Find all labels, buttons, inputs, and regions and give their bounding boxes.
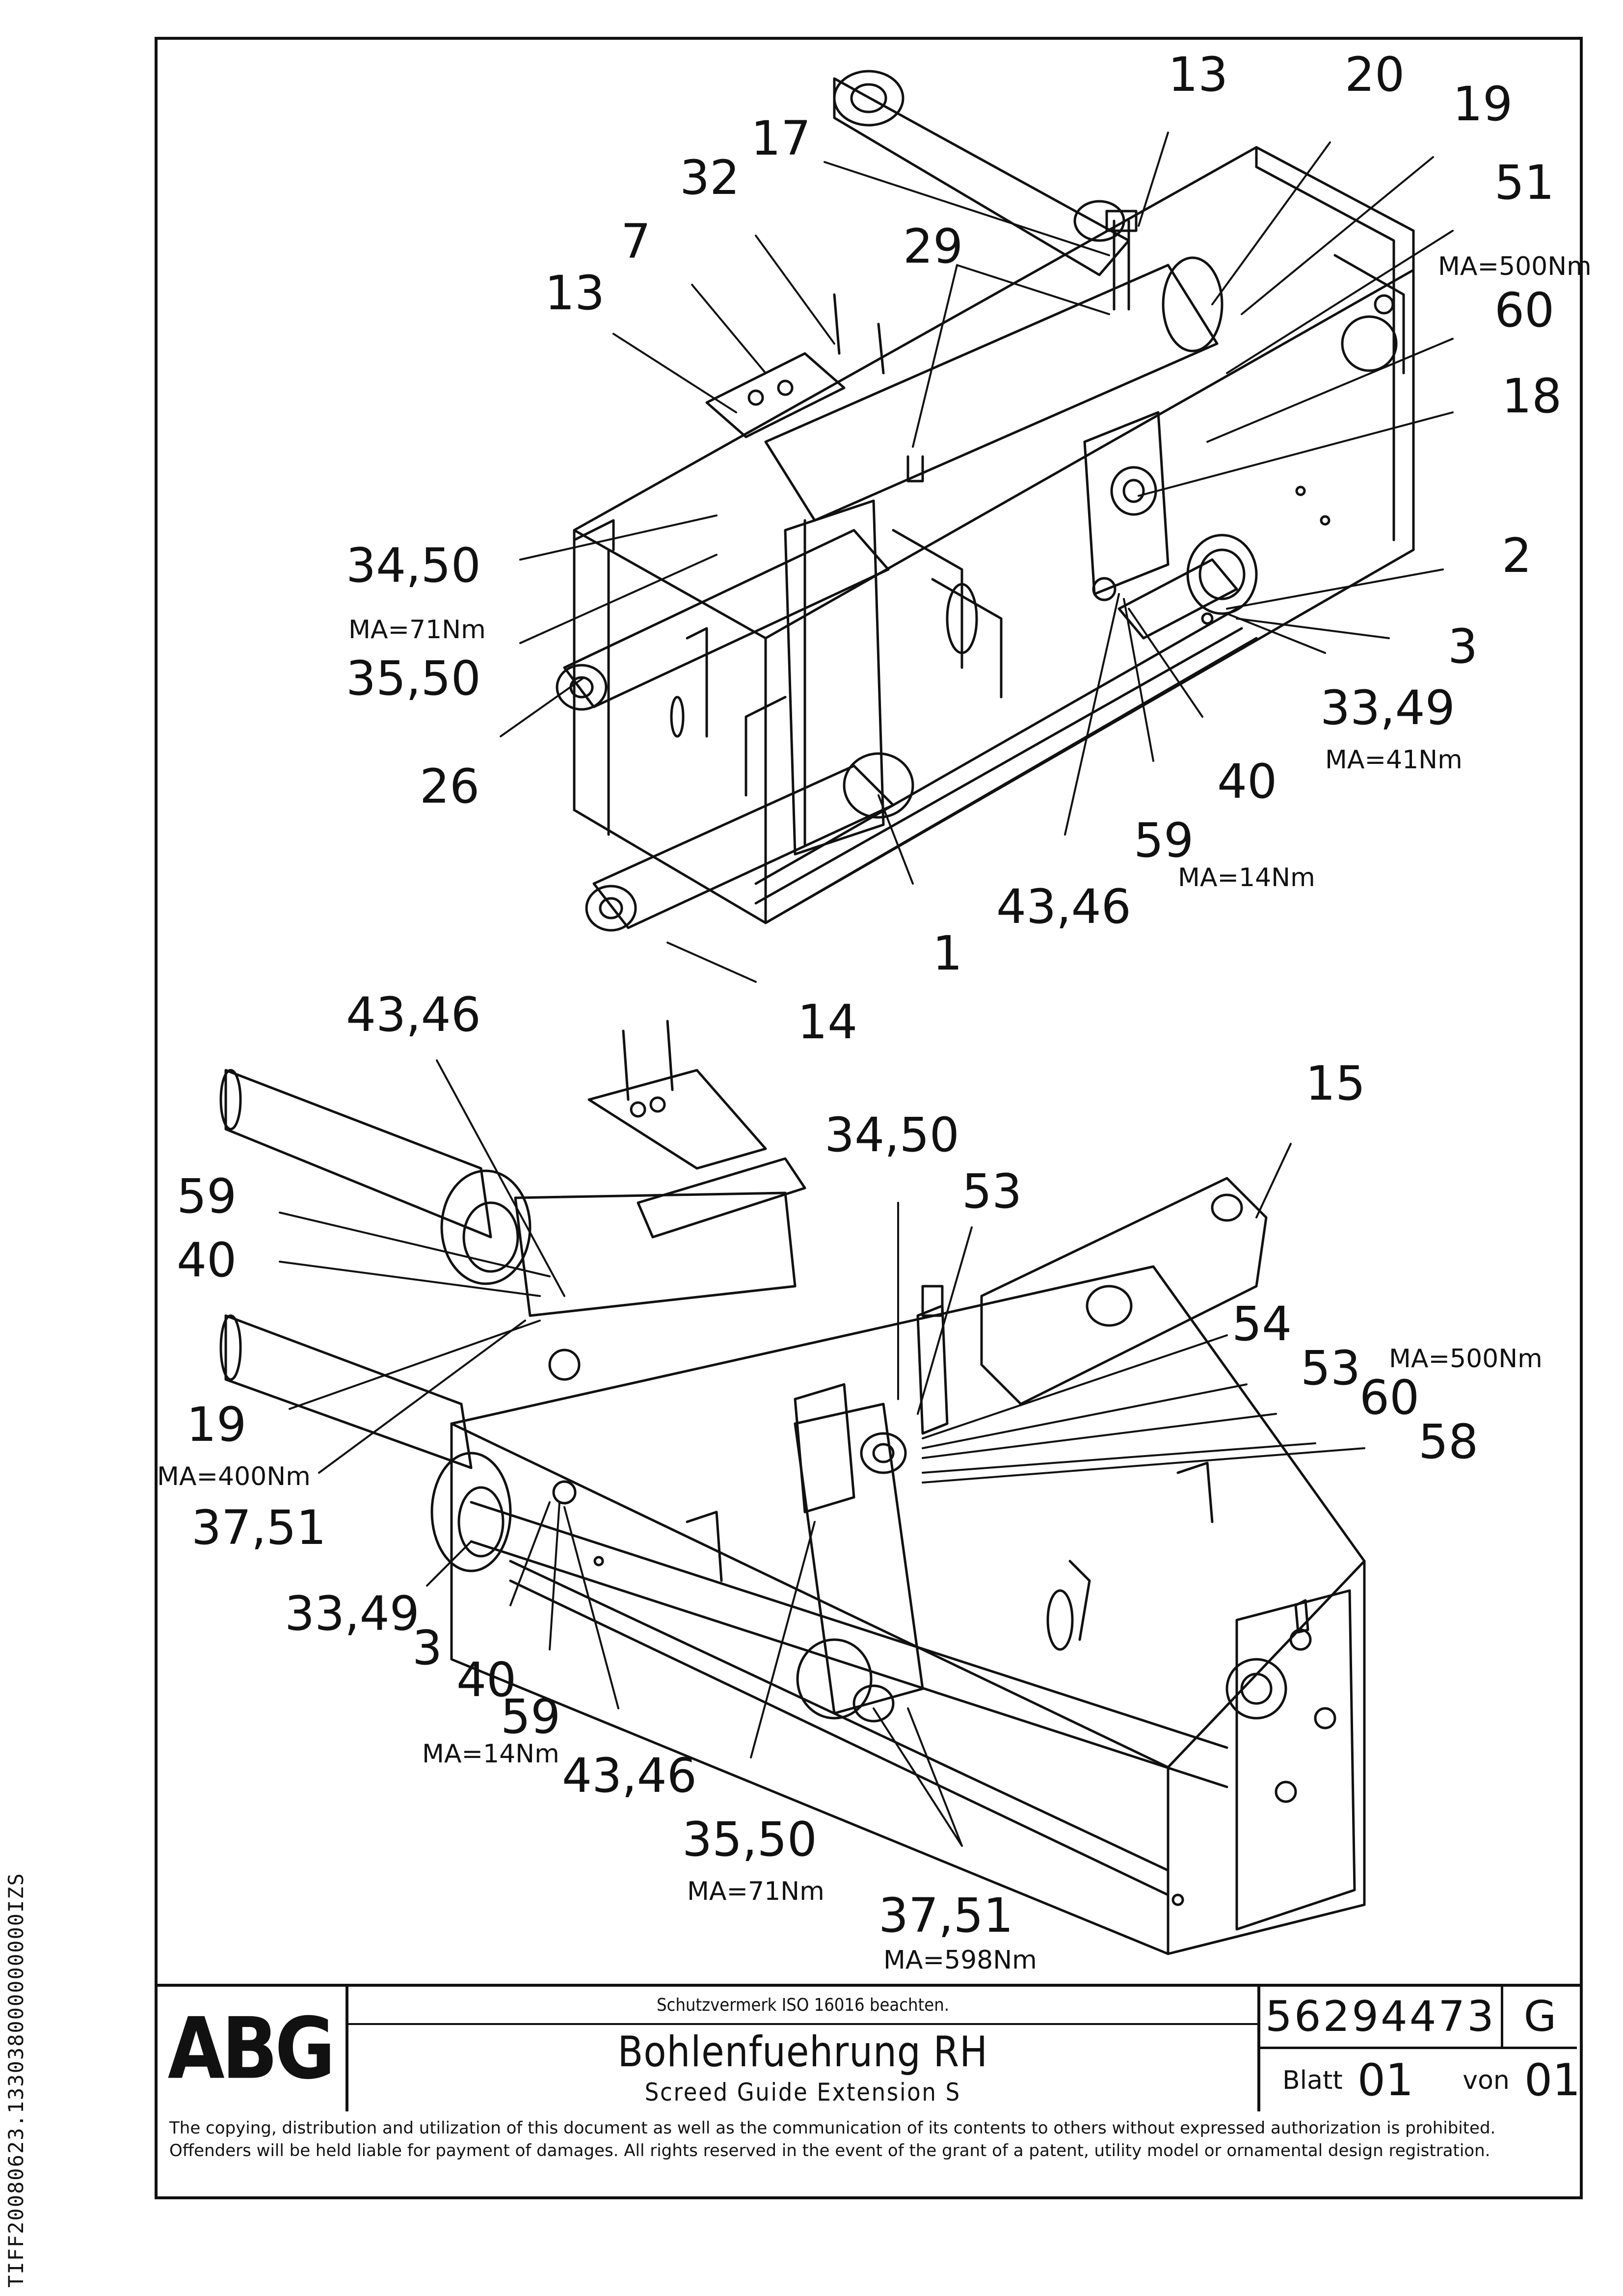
torque-label: MA=500Nm (1438, 252, 1592, 281)
callout-20: 20 (1345, 47, 1405, 102)
callout-51: 51 (1494, 155, 1554, 210)
callout-60: 60 (1494, 283, 1554, 338)
sheet-number: 01 (1357, 2054, 1414, 2106)
sheet-total: 01 (1524, 2054, 1581, 2106)
callout-3: 3 (1448, 619, 1478, 674)
abg-logo: ABG (155, 1987, 348, 2111)
drawing-frame (155, 37, 1583, 2199)
callout-1: 1 (932, 926, 962, 981)
callout-32: 32 (680, 150, 740, 205)
callout-19: 19 (186, 1397, 246, 1452)
leaders-bottom (279, 1059, 1365, 1847)
callout-19: 19 (1453, 77, 1513, 132)
torque-label: MA=71Nm (348, 615, 486, 645)
sheet-label: Blatt (1282, 2065, 1343, 2095)
revision-letter: G (1503, 1987, 1577, 2049)
callout-15: 15 (1305, 1056, 1365, 1111)
drawing-area: 13 20 19 17 32 51 7 29 60 13 18 34,50 2 … (157, 40, 1592, 1984)
callouts-top: 13 20 19 17 32 51 7 29 60 13 18 34,50 2 … (346, 47, 1592, 1050)
callout-40: 40 (177, 1233, 237, 1288)
title-block: ABG Schutzvermerk ISO 16016 beachten. Bo… (155, 1984, 1583, 2111)
callout-13: 13 (545, 266, 605, 321)
leaders-top (500, 132, 1454, 983)
callout-26: 26 (420, 759, 479, 814)
logo-text: ABG (167, 1999, 336, 2099)
torque-label: MA=400Nm (157, 1462, 311, 1491)
torque-label: MA=71Nm (687, 1877, 825, 1906)
callout-33-49: 33,49 (1320, 680, 1455, 735)
callout-35-50: 35,50 (346, 651, 481, 706)
callout-34-50: 34,50 (346, 538, 481, 593)
torque-label: MA=500Nm (1389, 1344, 1543, 1374)
assembly-drawing: 13 20 19 17 32 51 7 29 60 13 18 34,50 2 … (157, 47, 1592, 1975)
callout-43-46: 43,46 (562, 1748, 697, 1803)
callout-34-50: 34,50 (825, 1107, 959, 1162)
torque-label: MA=41Nm (1325, 745, 1463, 775)
bottom-assembly (219, 1020, 1366, 1955)
callout-53: 53 (962, 1164, 1022, 1219)
callout-53: 53 (1301, 1341, 1360, 1396)
callout-33-49: 33,49 (285, 1586, 420, 1641)
callout-40: 40 (1217, 754, 1277, 809)
drawing-title: Bohlenfuehrung RH (617, 2027, 988, 2077)
callouts-bottom: 43,46 15 34,50 59 53 40 54 53 60 19 58 3… (157, 987, 1543, 1975)
callout-29: 29 (903, 219, 963, 274)
callout-3: 3 (412, 1621, 442, 1675)
callout-58: 58 (1418, 1414, 1478, 1469)
torque-label: MA=14Nm (422, 1739, 559, 1769)
torque-label: MA=598Nm (883, 1945, 1037, 1975)
document-number: 56294473 (1260, 1987, 1503, 2049)
side-file-code: TIFF20080623.133038000000000IZS (4, 1872, 28, 2288)
callout-59: 59 (177, 1169, 237, 1224)
callout-60: 60 (1359, 1370, 1419, 1425)
title-cell: Bohlenfuehrung RH Screed Guide Extension… (348, 2025, 1257, 2111)
copyright-notice: The copying, distribution and utilizatio… (169, 2118, 1496, 2161)
callout-40: 40 (456, 1652, 516, 1707)
document-info: 56294473 G Blatt 01 von 01 (1257, 1987, 1580, 2111)
callout-54: 54 (1232, 1297, 1292, 1351)
callout-43-46: 43,46 (996, 879, 1131, 934)
callout-14: 14 (798, 995, 857, 1050)
callout-37-51: 37,51 (878, 1888, 1013, 1943)
torque-label: MA=14Nm (1178, 863, 1315, 892)
callout-18: 18 (1502, 369, 1562, 424)
callout-7: 7 (621, 214, 651, 269)
callout-43-46: 43,46 (346, 987, 481, 1042)
callout-13: 13 (1168, 47, 1228, 102)
sheet-info: Blatt 01 von 01 (1260, 2049, 1580, 2111)
top-assembly (556, 70, 1415, 932)
of-label: von (1463, 2065, 1510, 2095)
protection-notice: Schutzvermerk ISO 16016 beachten. (348, 1987, 1257, 2025)
callout-59: 59 (501, 1689, 560, 1744)
callout-59: 59 (1134, 813, 1194, 868)
callout-2: 2 (1502, 528, 1532, 583)
callout-35-50: 35,50 (682, 1812, 817, 1867)
drawing-subtitle: Screed Guide Extension S (644, 2078, 961, 2107)
callout-17: 17 (751, 111, 811, 166)
callout-37-51: 37,51 (191, 1500, 326, 1555)
